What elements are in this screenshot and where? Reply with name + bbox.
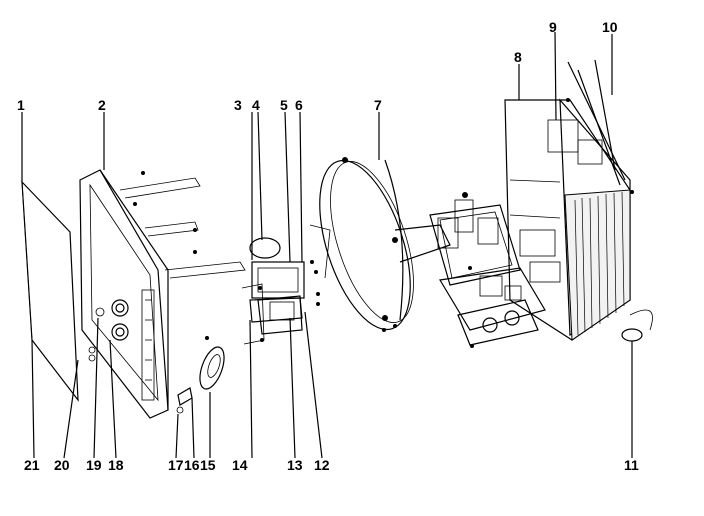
part-front-panel bbox=[21, 112, 79, 402]
callout-21: 21 bbox=[24, 457, 40, 473]
part-tuner-bracket bbox=[249, 295, 323, 459]
left-leaders bbox=[31, 317, 117, 459]
part-speaker bbox=[199, 336, 225, 458]
callout-5: 5 bbox=[280, 97, 288, 113]
callout-6: 6 bbox=[295, 97, 303, 113]
callout-11: 11 bbox=[624, 457, 639, 473]
callout-13: 13 bbox=[287, 457, 303, 473]
part-antenna bbox=[554, 31, 634, 194]
part-rear-knob bbox=[621, 309, 653, 458]
callout-10: 10 bbox=[602, 19, 618, 35]
callout-19: 19 bbox=[86, 457, 102, 473]
callout-16: 16 bbox=[184, 457, 200, 473]
part-cabinet bbox=[504, 64, 631, 341]
callout-9: 9 bbox=[549, 19, 557, 35]
callout-2: 2 bbox=[98, 97, 106, 113]
callout-7: 7 bbox=[374, 97, 382, 113]
part-picture-tube bbox=[309, 112, 459, 332]
callout-3: 3 bbox=[234, 97, 242, 113]
callout-14: 14 bbox=[232, 457, 248, 473]
callout-1: 1 bbox=[17, 97, 25, 113]
part-main-chassis bbox=[429, 192, 546, 348]
callout-20: 20 bbox=[54, 457, 70, 473]
callout-labels: 1 2 3 4 5 6 7 8 9 10 11 12 13 14 15 16 1… bbox=[17, 19, 639, 473]
callout-18: 18 bbox=[108, 457, 124, 473]
part-yoke-assembly bbox=[241, 111, 320, 345]
callout-4: 4 bbox=[252, 97, 260, 113]
part-small-hardware bbox=[175, 387, 195, 459]
callout-15: 15 bbox=[200, 457, 216, 473]
callout-17: 17 bbox=[168, 457, 184, 473]
part-front-bezel bbox=[79, 112, 246, 419]
callout-8: 8 bbox=[514, 49, 522, 65]
callout-12: 12 bbox=[314, 457, 330, 473]
